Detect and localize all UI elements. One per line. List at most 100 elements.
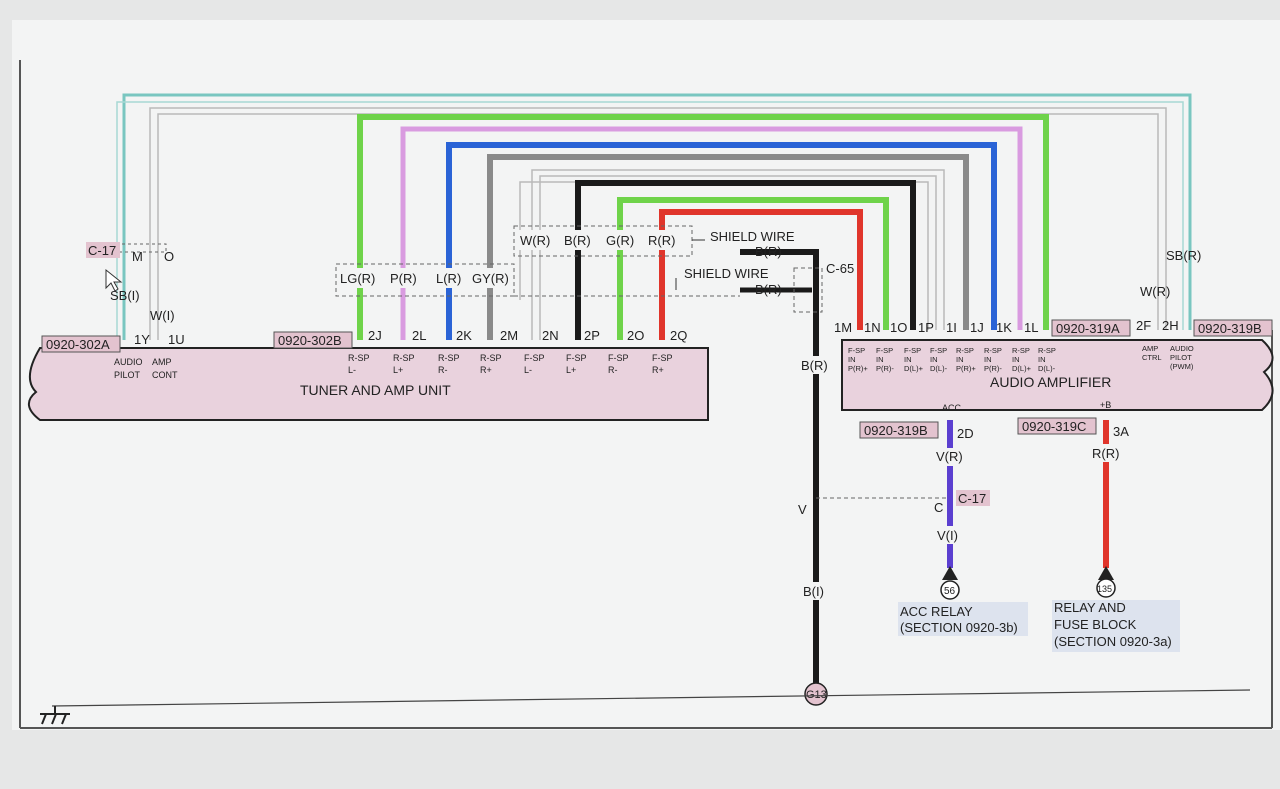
pin-2q: 2Q	[670, 328, 687, 343]
func-1n-3: P(R)-	[876, 364, 894, 373]
pin-1u: 1U	[168, 332, 185, 347]
wire-label-c: C	[934, 500, 943, 515]
relay-fuse-bg	[1052, 600, 1180, 652]
func-2k-2: R-	[438, 365, 448, 375]
func-1i-1: R-SP	[956, 346, 974, 355]
func-2j-1: R-SP	[348, 353, 370, 363]
amp-unit-name: AUDIO AMPLIFIER	[990, 374, 1111, 390]
func-1p-2: IN	[930, 355, 938, 364]
func-plus-b: +B	[1100, 400, 1111, 410]
wire-label-shield1: SHIELD WIRE	[710, 229, 795, 244]
pin-2j: 2J	[368, 328, 382, 343]
wire-p-rear-l-plus	[400, 126, 1023, 340]
func-1o-3: D(L)+	[904, 364, 924, 373]
func-1i-3: P(R)+	[956, 364, 976, 373]
wire-l-rear-r-minus	[446, 142, 997, 340]
func-2m-1: R-SP	[480, 353, 502, 363]
bi-bg	[800, 582, 830, 600]
func-1m-2: IN	[848, 355, 856, 364]
c65-box	[793, 267, 823, 313]
pin-3a: 3A	[1113, 424, 1129, 439]
connector-0920-319b-low: 0920-319B	[864, 423, 928, 438]
wire-label-g: G(R)	[606, 233, 634, 248]
connector-0920-302b: 0920-302B	[278, 333, 342, 348]
ref-135-icon	[1096, 578, 1116, 598]
func-2q-2: R+	[652, 365, 664, 375]
func-2l-2: L+	[393, 365, 403, 375]
c302b-bg	[273, 331, 353, 349]
mouse-cursor-icon	[105, 268, 123, 292]
acc-relay-bg	[898, 602, 1028, 636]
acc-relay-section: (SECTION 0920-3b)	[900, 620, 1018, 635]
wire-label-sbr-right: SB(R)	[1166, 248, 1201, 263]
wire-label-v-left: V	[798, 502, 807, 517]
wire-label-l: L(R)	[436, 271, 461, 286]
pin-2d: 2D	[957, 426, 974, 441]
wire-label-vr: V(R)	[936, 449, 963, 464]
wire-r-front-r-plus	[659, 209, 863, 340]
func-2n-2: L-	[524, 365, 532, 375]
tuner-unit-name: TUNER AND AMP UNIT	[300, 382, 451, 398]
func-1l-1: R-SP	[1038, 346, 1056, 355]
wire-label-o: O	[164, 249, 174, 264]
pin-1i: 1I	[946, 320, 957, 335]
shield-box-front	[513, 225, 693, 257]
c17-mid-bg	[956, 490, 990, 506]
func-1j-2: IN	[984, 355, 992, 364]
func-2p-2: L+	[566, 365, 576, 375]
wire-b-front-l-plus	[575, 180, 916, 340]
wire-g-front-r-minus	[617, 197, 889, 340]
wire-label-sbi: SB(I)	[110, 288, 140, 303]
func-2q-1: F-SP	[652, 353, 673, 363]
plusb-arrow	[1098, 566, 1114, 580]
vr-bg	[934, 448, 968, 466]
func-1l-2: IN	[1038, 355, 1046, 364]
pin-2o: 2O	[627, 328, 644, 343]
func-1p-1: F-SP	[930, 346, 947, 355]
pin-2f: 2F	[1136, 318, 1151, 333]
func-amp-cont-2: CONT	[152, 370, 178, 380]
pin-1p: 1P	[918, 320, 934, 335]
pin-1l: 1L	[1024, 320, 1038, 335]
c17-top-bg	[86, 242, 120, 258]
func-1o-2: IN	[904, 355, 912, 364]
relay-fuse-title-2: FUSE BLOCK	[1054, 617, 1137, 632]
func-1k-3: D(L)+	[1012, 364, 1032, 373]
rear-label-bg	[338, 268, 508, 288]
func-1m-1: F-SP	[848, 346, 865, 355]
wire-label-p: P(R)	[390, 271, 417, 286]
connector-0920-302a: 0920-302A	[46, 337, 110, 352]
wire-lg-rear-l-minus	[357, 114, 1049, 340]
ground-g13-label: G13	[806, 689, 827, 701]
ground-bus-line	[51, 689, 1251, 707]
func-audio-pilot-pwm-3: (PWM)	[1170, 362, 1194, 371]
func-1l-3: D(L)-	[1038, 364, 1056, 373]
func-1p-3: D(L)-	[930, 364, 948, 373]
ref-56-icon	[940, 580, 960, 600]
func-1k-2: IN	[1012, 355, 1020, 364]
pin-1y: 1Y	[134, 332, 150, 347]
wire-label-br-mid: B(R)	[755, 282, 782, 297]
connector-c65: C-65	[826, 261, 854, 276]
c302a-bg	[41, 335, 121, 353]
func-2o-1: F-SP	[608, 353, 629, 363]
pin-2n: 2N	[542, 328, 559, 343]
wire-label-gy: GY(R)	[472, 271, 509, 286]
func-1j-1: R-SP	[984, 346, 1002, 355]
func-audio-pilot-2: PILOT	[114, 370, 141, 380]
pin-1o: 1O	[890, 320, 907, 335]
func-1m-3: P(R)+	[848, 364, 868, 373]
func-acc: ACC	[942, 403, 962, 413]
acc-relay-title: ACC RELAY	[900, 604, 973, 619]
pin-2k: 2K	[456, 328, 472, 343]
wire-label-vi: V(I)	[937, 528, 958, 543]
func-audio-pilot-1: AUDIO	[114, 357, 143, 367]
connector-0920-319a: 0920-319A	[1056, 321, 1120, 336]
pin-1m: 1M	[834, 320, 852, 335]
relay-fuse-title-1: RELAY AND	[1054, 600, 1126, 615]
connector-0920-319c: 0920-319C	[1022, 419, 1086, 434]
tuner-unit-box	[28, 347, 709, 421]
pin-2p: 2P	[584, 328, 600, 343]
wire-label-wr-right: W(R)	[1140, 284, 1170, 299]
